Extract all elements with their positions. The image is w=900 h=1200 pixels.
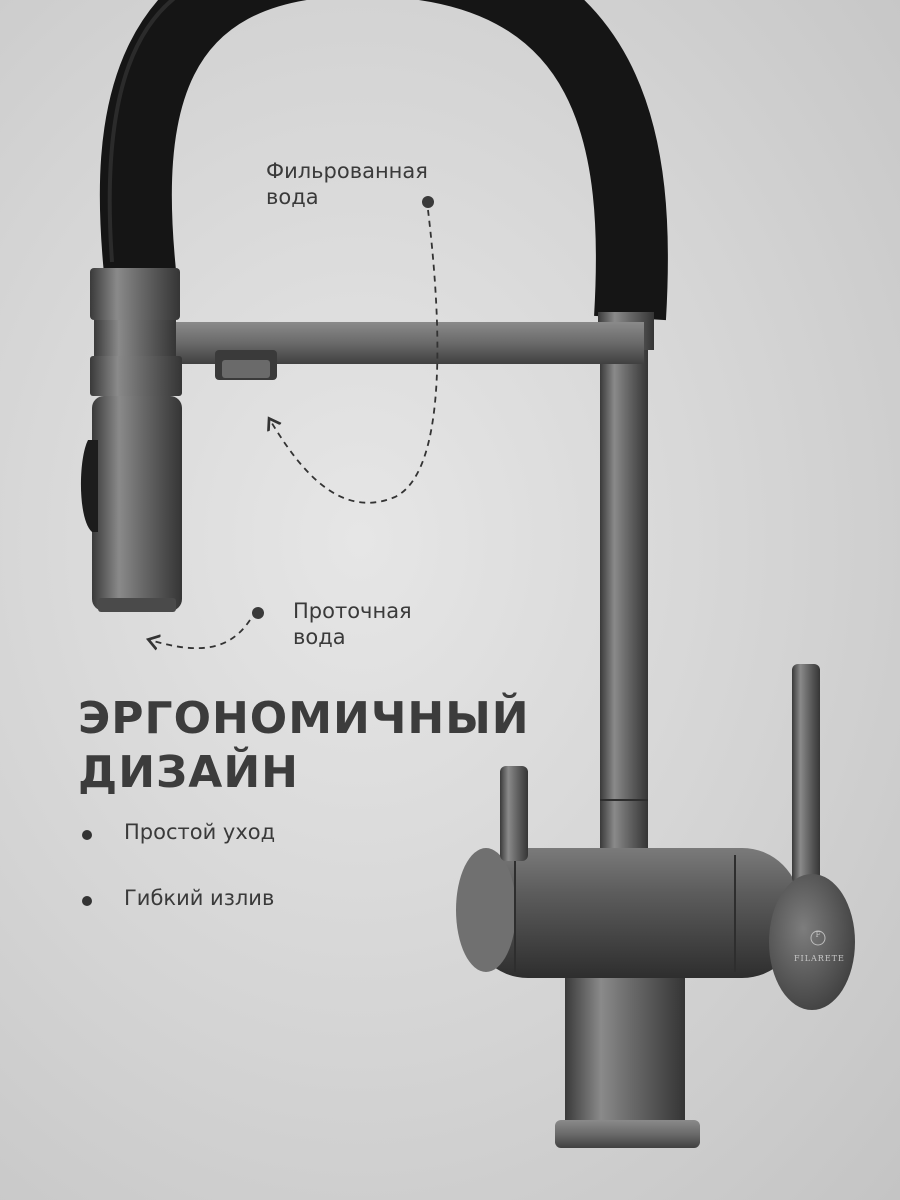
faucet-base [456,848,800,1148]
filtered-water-spout [162,322,644,380]
pull-out-spray-head [80,268,182,612]
brand-end-cap [769,874,855,1010]
left-lever [500,766,528,861]
feature-label-easy-care: Простой уход [124,820,276,844]
bullet-icon [82,830,92,840]
bullet-icon [82,896,92,906]
tap-water-label: Проточная вода [293,598,412,650]
filtered-water-guide [270,196,439,504]
faucet-column [598,312,654,860]
right-lever [792,664,820,884]
brand-logo: FILARETE [794,954,845,963]
filtered-water-label-line2: вода [266,185,319,209]
tap-water-label-line2: вода [293,625,346,649]
tap-water-label-line1: Проточная [293,599,412,623]
feature-label-flexible-spout: Гибкий излив [124,886,275,910]
flexible-hose [99,0,668,321]
headline: ЭРГОНОМИЧНЫЙ ДИЗАЙН [78,692,530,800]
brand-logo-letter: F [815,931,821,939]
headline-line1: ЭРГОНОМИЧНЫЙ [78,693,530,744]
tap-water-guide [150,607,264,648]
filtered-water-label: Фильрованная вода [266,158,428,210]
filtered-water-label-line1: Фильрованная [266,159,428,183]
headline-line2: ДИЗАЙН [78,747,299,798]
